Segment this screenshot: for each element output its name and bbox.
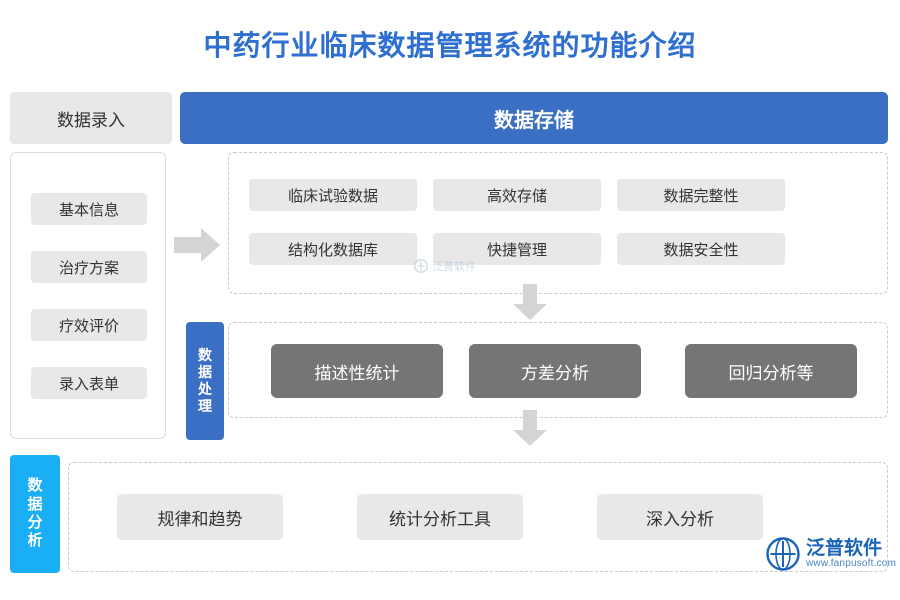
process-item-anova[interactable]: 方差分析 <box>469 344 641 398</box>
analysis-item-patterns-and-trends[interactable]: 规律和趋势 <box>117 494 283 540</box>
data-entry-header[interactable]: 数据录入 <box>10 92 172 144</box>
brand-logo: 泛普软件 www.fanpusoft.com <box>766 537 896 571</box>
arrow-down-icon-process-to-analysis <box>513 410 547 446</box>
data-analysis-tab[interactable]: 数据分析 <box>10 455 60 573</box>
data-processing-tab[interactable]: 数据处理 <box>186 322 224 440</box>
watermark-logo-icon <box>414 259 428 273</box>
data-processing-tab-label: 数据处理 <box>198 346 212 415</box>
storage-item-structured-database[interactable]: 结构化数据库 <box>249 233 417 265</box>
data-analysis-tab-label: 数据分析 <box>27 477 43 550</box>
process-item-descriptive-statistics[interactable]: 描述性统计 <box>271 344 443 398</box>
storage-item-data-integrity[interactable]: 数据完整性 <box>617 179 785 211</box>
data-entry-panel: 基本信息 治疗方案 疗效评价 录入表单 <box>10 152 166 439</box>
storage-item-efficient-storage[interactable]: 高效存储 <box>433 179 601 211</box>
brand-logo-icon <box>766 537 800 571</box>
data-storage-group: 临床试验数据 高效存储 数据完整性 结构化数据库 快捷管理 数据安全性 <box>228 152 888 294</box>
brand-logo-text: 泛普软件 <box>806 537 883 559</box>
data-analysis-group: 规律和趋势 统计分析工具 深入分析 <box>68 462 888 572</box>
brand-logo-url: www.fanpusoft.com <box>806 558 897 570</box>
storage-item-clinical-trial-data[interactable]: 临床试验数据 <box>249 179 417 211</box>
entry-item-efficacy-evaluation[interactable]: 疗效评价 <box>31 309 147 341</box>
analysis-item-statistical-tools[interactable]: 统计分析工具 <box>357 494 523 540</box>
data-processing-group: 描述性统计 方差分析 回归分析等 <box>228 322 888 418</box>
data-storage-header[interactable]: 数据存储 <box>180 92 888 144</box>
storage-item-quick-management[interactable]: 快捷管理 <box>433 233 601 265</box>
page-title: 中药行业临床数据管理系统的功能介绍 <box>203 30 697 61</box>
process-item-regression-analysis[interactable]: 回归分析等 <box>685 344 857 398</box>
watermark-center-text: 泛普软件 <box>432 261 476 273</box>
entry-item-input-form[interactable]: 录入表单 <box>31 367 147 399</box>
arrow-down-icon-storage-to-process <box>513 284 547 320</box>
analysis-item-in-depth-analysis[interactable]: 深入分析 <box>597 494 763 540</box>
entry-item-treatment-plan[interactable]: 治疗方案 <box>31 251 147 283</box>
entry-item-basic-info[interactable]: 基本信息 <box>31 193 147 225</box>
watermark-center: 泛普软件 <box>414 258 476 274</box>
storage-item-data-security[interactable]: 数据安全性 <box>617 233 785 265</box>
arrow-right-icon <box>174 228 220 262</box>
